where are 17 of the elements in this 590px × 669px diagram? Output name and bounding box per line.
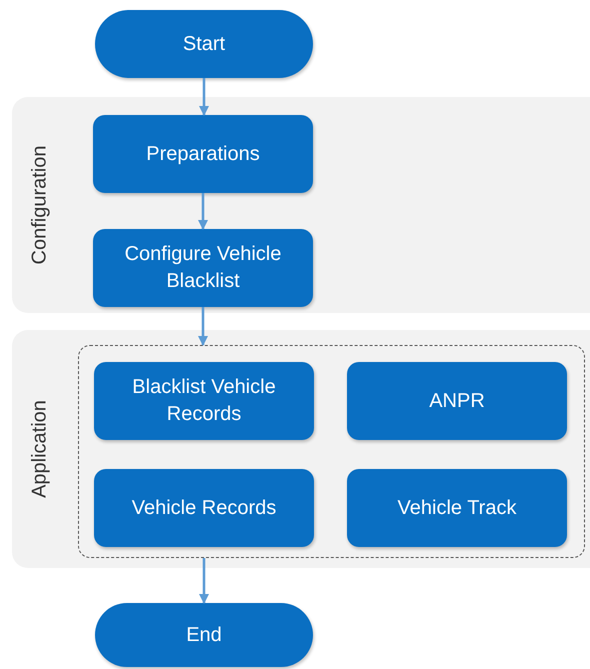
- process-box: Blacklist Vehicle Records: [94, 362, 314, 440]
- section-label: Application: [28, 400, 52, 498]
- section-band: [12, 97, 590, 313]
- process-box: ANPR: [347, 362, 567, 440]
- dashed-group-box: [78, 345, 585, 558]
- process-box: Preparations: [93, 115, 313, 193]
- terminal-pill: Start: [95, 10, 313, 78]
- section-label: Configuration: [28, 146, 52, 264]
- section-band: [12, 330, 590, 568]
- arrow: [198, 193, 208, 230]
- arrow: [199, 78, 209, 116]
- process-box: Configure Vehicle Blacklist: [93, 229, 313, 307]
- arrow: [198, 307, 208, 346]
- process-box: Vehicle Track: [347, 469, 567, 547]
- process-box: Vehicle Records: [94, 469, 314, 547]
- terminal-pill: End: [95, 603, 313, 667]
- arrow: [199, 558, 209, 604]
